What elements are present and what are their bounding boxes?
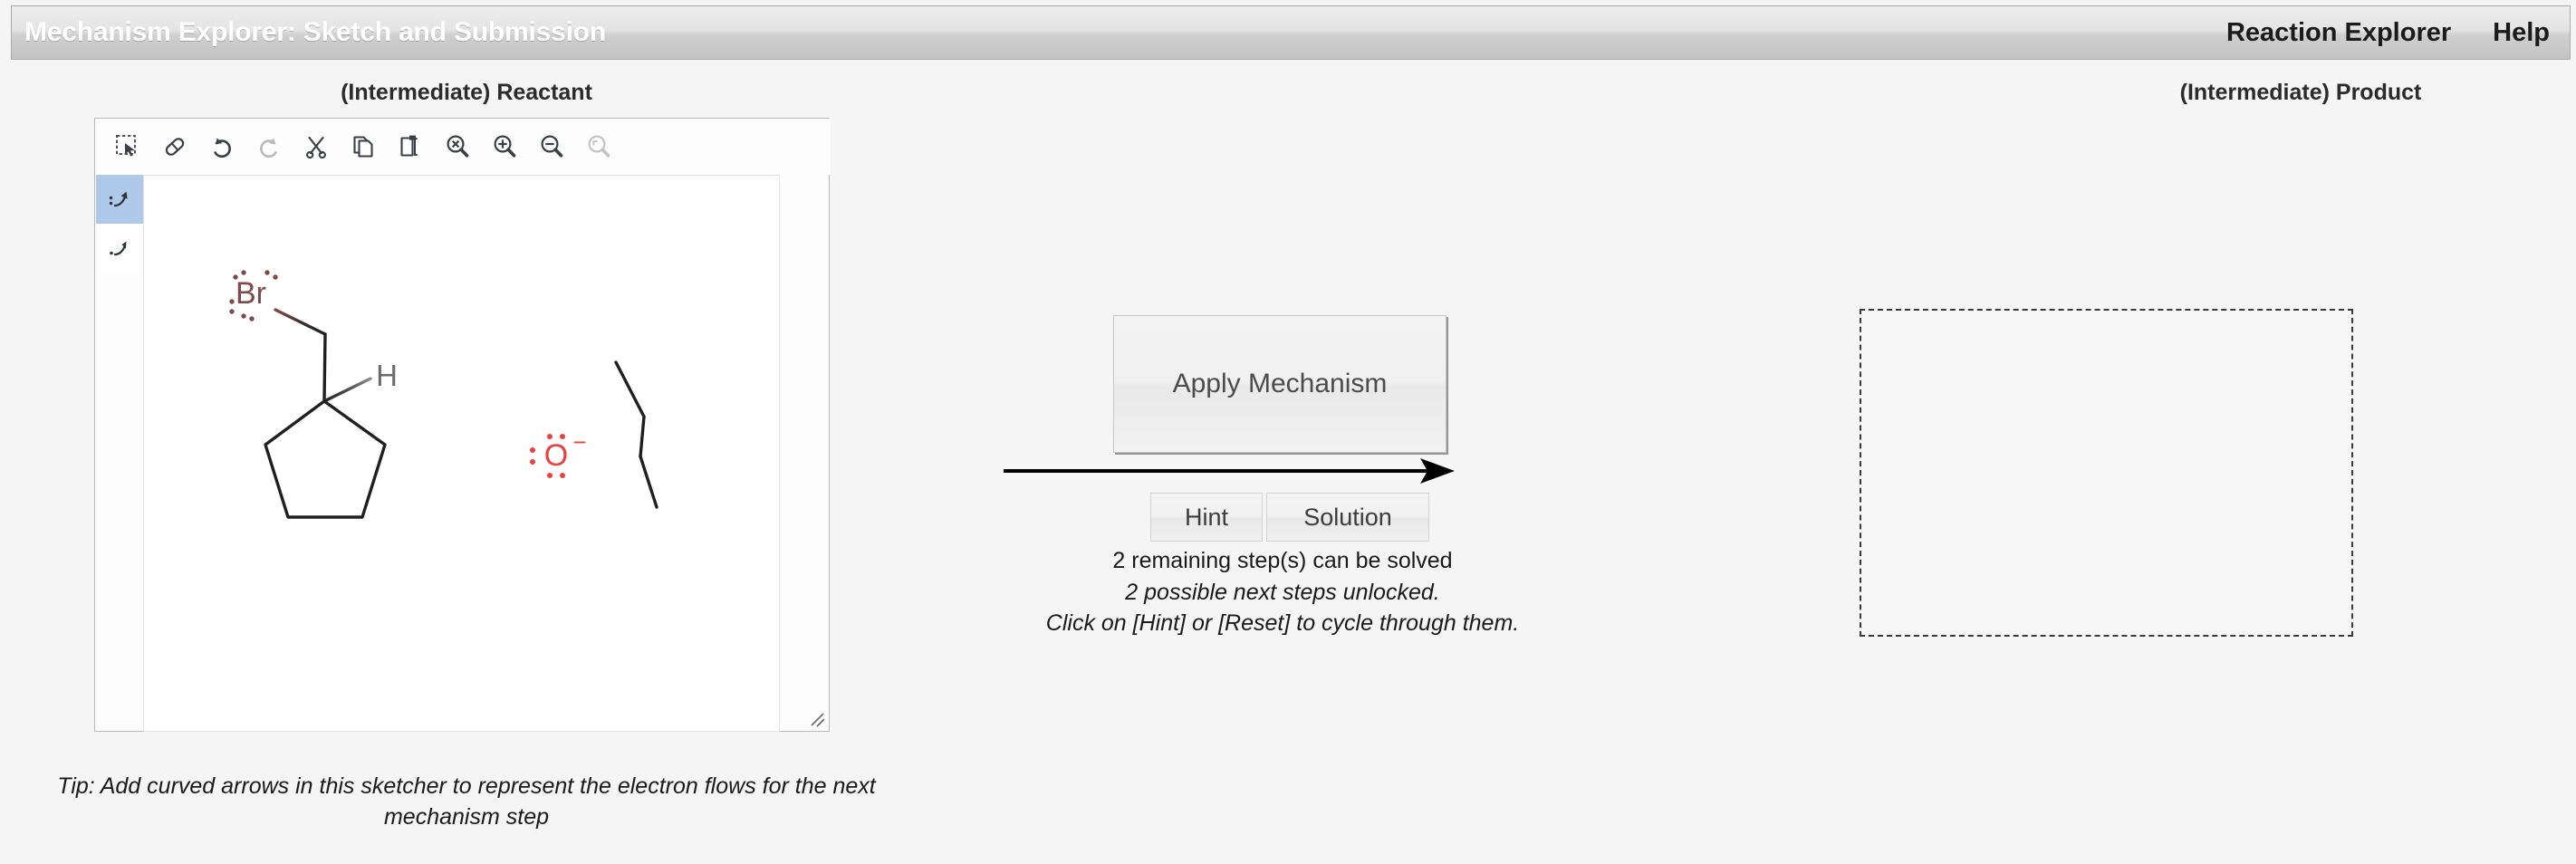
app-menubar: Mechanism Explorer: Sketch and Submissio… bbox=[11, 5, 2571, 60]
app-title: Mechanism Explorer: Sketch and Submissio… bbox=[24, 17, 606, 47]
molecule-sketcher-panel: Br bbox=[94, 118, 831, 732]
select-icon[interactable] bbox=[104, 123, 151, 170]
mechanism-controls: Apply Mechanism Hint Solution 2 remainin… bbox=[1002, 315, 1563, 636]
svg-text:−: − bbox=[572, 428, 586, 456]
reactant-heading: (Intermediate) Reactant bbox=[341, 80, 592, 105]
status-line-1: 2 remaining step(s) can be solved bbox=[1112, 548, 1453, 573]
status-line-2: 2 possible next steps unlocked. bbox=[1125, 579, 1440, 605]
sketcher-resize-grip[interactable] bbox=[807, 709, 827, 729]
svg-text:Br: Br bbox=[235, 276, 266, 311]
menu-help[interactable]: Help bbox=[2493, 17, 2550, 47]
paste-icon[interactable] bbox=[387, 123, 434, 170]
hint-button[interactable]: Hint bbox=[1150, 493, 1263, 542]
redo-icon bbox=[245, 123, 293, 170]
reaction-arrow bbox=[1002, 453, 1563, 489]
molecule-sec-butoxide: O − bbox=[530, 360, 658, 509]
one-electron-arrow-tool[interactable] bbox=[96, 224, 143, 273]
status-line-3: Click on [Hint] or [Reset] to cycle thro… bbox=[1045, 610, 1520, 636]
zoom-in-icon[interactable] bbox=[481, 123, 528, 170]
menu-reaction-explorer[interactable]: Reaction Explorer bbox=[2225, 17, 2452, 47]
zoom-region-icon bbox=[575, 123, 622, 170]
copy-icon[interactable] bbox=[340, 123, 387, 170]
status-message-block: 2 remaining step(s) can be solved 2 poss… bbox=[875, 545, 1690, 639]
sketcher-tip-text: Tip: Add curved arrows in this sketcher … bbox=[57, 773, 876, 830]
cut-scissors-icon[interactable] bbox=[293, 123, 340, 170]
product-heading: (Intermediate) Product bbox=[2179, 80, 2422, 105]
apply-mechanism-button[interactable]: Apply Mechanism bbox=[1113, 315, 1447, 453]
zoom-out-icon[interactable] bbox=[528, 123, 575, 170]
product-drop-area[interactable] bbox=[1860, 309, 2353, 637]
svg-text:H: H bbox=[376, 359, 398, 392]
sketch-canvas[interactable]: Br bbox=[143, 175, 780, 732]
two-electron-arrow-tool[interactable] bbox=[96, 175, 143, 224]
svg-text:O: O bbox=[544, 438, 568, 473]
solution-button[interactable]: Solution bbox=[1266, 493, 1429, 542]
eraser-icon[interactable] bbox=[151, 123, 198, 170]
menubar-right-group: Reaction Explorer Help bbox=[2185, 18, 2570, 48]
zoom-reset-icon[interactable] bbox=[434, 123, 481, 170]
sketcher-tool-rail bbox=[96, 175, 143, 273]
molecule-bromomethyl-cyclopentane: Br bbox=[229, 270, 398, 519]
undo-icon[interactable] bbox=[198, 123, 245, 170]
sketcher-toolbar bbox=[95, 119, 831, 175]
